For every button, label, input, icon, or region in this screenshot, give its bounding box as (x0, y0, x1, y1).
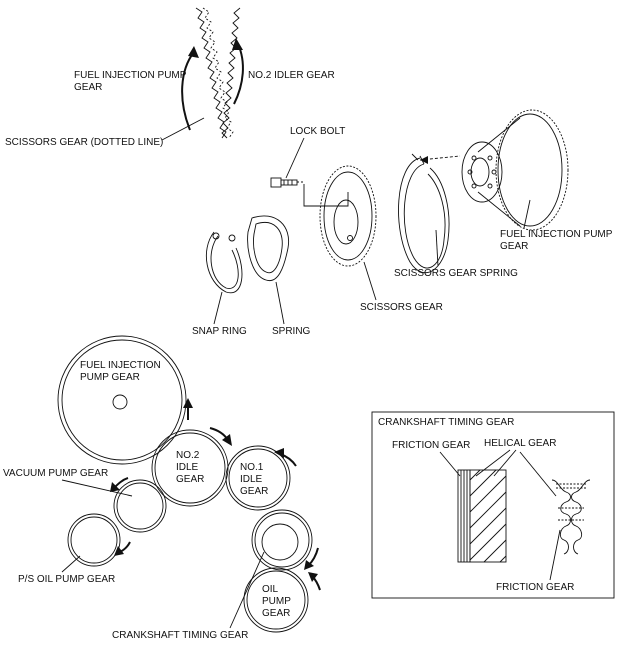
crankshaft-timing-gear-inset: CRANKSHAFT TIMING GEAR FRICTION GEAR HEL… (371, 411, 615, 599)
leader-line (285, 137, 305, 179)
label-ps-oil-pump-gear: P/S OIL PUMP GEAR (18, 574, 115, 585)
snap-ring-part (205, 231, 243, 294)
vacuum-pump-gear-circle (113, 479, 167, 533)
label-spring: SPRING (272, 326, 311, 337)
leader-line (493, 449, 517, 477)
assembly-guide-line (303, 184, 349, 207)
inset-title: CRANKSHAFT TIMING GEAR (378, 417, 514, 428)
inset-label-helical-gear: HELICAL GEAR (484, 438, 556, 449)
leader-line (523, 199, 531, 229)
label-no1-idle-gear: NO.1 IDLE GEAR (240, 462, 268, 497)
fuel-injection-pump-gear-part (461, 109, 569, 231)
inset-frame (371, 411, 615, 599)
fuel-injection-pump-gear-inner (61, 339, 183, 461)
label-crankshaft-timing-gear: CRANKSHAFT TIMING GEAR (112, 630, 248, 641)
no1-idle-gear-circle (225, 445, 291, 511)
rotation-arrow-icon (183, 398, 193, 420)
leader-line (549, 529, 561, 581)
leader-line (213, 291, 223, 325)
leader-line (435, 229, 439, 267)
gear-cross-section (457, 469, 507, 563)
leader-line (439, 451, 461, 477)
scissors-gear-spring-part (398, 153, 450, 274)
label-train-fuel-injection-pump-gear: FUEL INJECTION PUMP GEAR (80, 360, 164, 383)
leader-line (229, 551, 265, 629)
rotation-arrow-icon (188, 46, 199, 58)
rotation-arrow-icon (114, 541, 131, 556)
label-fuel-injection-pump-gear-right: FUEL INJECTION PUMP GEAR (500, 229, 615, 252)
rotation-arrow-icon (274, 448, 297, 467)
label-oil-pump-gear: OIL PUMP GEAR (262, 584, 294, 619)
leader-line (475, 449, 511, 477)
label-snap-ring: SNAP RING (192, 326, 247, 337)
rotation-arrow-icon (110, 477, 129, 492)
fuel-injection-pump-gear-circle (57, 335, 187, 465)
leader-line (363, 261, 377, 301)
crankshaft-timing-gear-circle (251, 509, 313, 571)
gear-train: FUEL INJECTION PUMP GEAR NO.2 IDLE GEAR … (3, 335, 321, 641)
lock-bolt-icon (270, 177, 304, 188)
assembly-arrow-icon (420, 156, 428, 164)
scissors-gear-part (319, 165, 377, 267)
mesh-teeth-sketch (181, 7, 244, 139)
rotation-arrow-icon (209, 427, 232, 446)
tooth-profile-detail (551, 479, 591, 555)
leader-line (61, 555, 81, 573)
leader-line (275, 281, 285, 325)
label-scissors-gear: SCISSORS GEAR (360, 302, 443, 313)
rotation-arrow-icon (308, 572, 321, 591)
label-scissors-gear-dotted: SCISSORS GEAR (DOTTED LINE) (5, 137, 163, 148)
leader-line (61, 479, 133, 497)
label-no2-idle-gear: NO.2 IDLE GEAR (176, 450, 204, 485)
shaft-hole (112, 394, 128, 410)
label-fuel-injection-pump-gear-top: FUEL INJECTION PUMP GEAR (74, 70, 189, 93)
spring-part (247, 215, 290, 282)
leader-line (519, 451, 557, 497)
label-scissors-gear-spring: SCISSORS GEAR SPRING (394, 268, 518, 279)
rotation-arrow-icon (232, 38, 243, 50)
oil-pump-gear-circle (243, 567, 309, 633)
leader-line (161, 117, 205, 141)
inset-label-friction-gear: FRICTION GEAR (392, 440, 470, 451)
label-no2-idler-gear: NO.2 IDLER GEAR (248, 70, 335, 81)
rotation-arrow-icon (304, 547, 319, 570)
inset-label-friction-gear-bottom: FRICTION GEAR (496, 582, 574, 593)
ps-oil-pump-gear-circle (67, 513, 121, 567)
label-vacuum-pump-gear: VACUUM PUMP GEAR (3, 468, 108, 479)
label-lock-bolt: LOCK BOLT (290, 126, 345, 137)
no2-idle-gear-circle (151, 429, 229, 507)
